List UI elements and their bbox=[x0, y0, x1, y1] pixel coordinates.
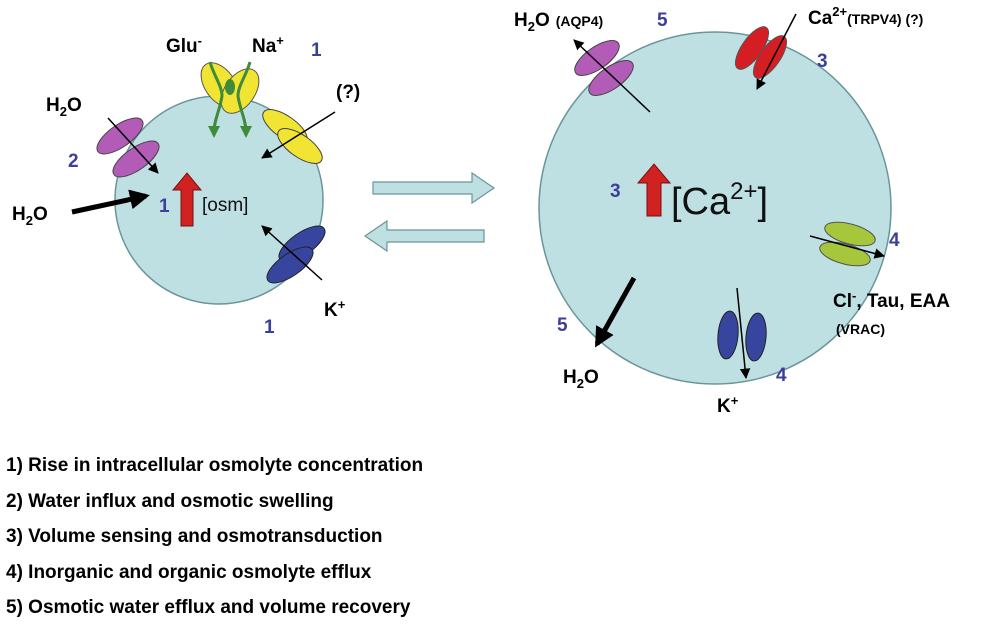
glu-na-cotransporter bbox=[200, 61, 260, 138]
vrac-label: (VRAC) bbox=[836, 321, 885, 337]
legend-item: 4) Inorganic and organic osmolyte efflux bbox=[6, 561, 372, 583]
water-label-left: H2O bbox=[12, 204, 48, 228]
step-number-water-out: 5 bbox=[557, 315, 568, 336]
step-number-k-left: 1 bbox=[264, 317, 275, 338]
calcium-concentration-label: [Ca2+] bbox=[671, 178, 768, 223]
step-number-water: 2 bbox=[68, 151, 79, 172]
swollen-cell bbox=[538, 31, 892, 385]
k-label-left: K+ bbox=[324, 297, 346, 321]
trpv4-label: Ca2+(TRPV4) (?) bbox=[808, 4, 923, 29]
recovery-transition-arrow bbox=[363, 219, 485, 253]
step-number-aqp4: 5 bbox=[657, 10, 668, 31]
osm-label: [osm] bbox=[202, 195, 248, 216]
osmolyte-rise-arrow bbox=[171, 172, 203, 227]
potassium-channel-left bbox=[261, 225, 326, 284]
step-number-ca-conc: 3 bbox=[610, 181, 621, 202]
aqp4-water-label: H2O(AQP4) bbox=[514, 10, 603, 34]
glu-label: Glu- bbox=[166, 33, 202, 57]
water-efflux-arrow bbox=[594, 276, 637, 348]
aqp4-channel bbox=[573, 39, 651, 113]
legend-item: 2) Water influx and osmotic swelling bbox=[6, 490, 334, 512]
aquaporin-channel-left bbox=[96, 117, 160, 178]
potassium-channel-right bbox=[717, 287, 767, 380]
step-number-vrac: 4 bbox=[889, 230, 900, 251]
swelling-transition-arrow bbox=[372, 171, 496, 205]
legend-item: 3) Volume sensing and osmotransduction bbox=[6, 526, 383, 547]
water-efflux-label: H2O bbox=[563, 367, 599, 391]
step-legend: 1) Rise in intracellular osmolyte concen… bbox=[6, 452, 986, 630]
unknown-channel bbox=[261, 109, 336, 164]
water-label-top: H2O bbox=[46, 95, 82, 119]
step-number-k-right: 4 bbox=[776, 365, 787, 386]
step-number-glu-na: 1 bbox=[311, 40, 322, 61]
vrac-channel bbox=[809, 221, 886, 267]
legend-item: 1) Rise in intracellular osmolyte concen… bbox=[6, 455, 424, 476]
k-label-right: K+ bbox=[717, 393, 739, 417]
trpv4-channel bbox=[734, 13, 797, 90]
water-influx-arrow bbox=[71, 189, 150, 215]
calcium-rise-arrow bbox=[636, 163, 672, 217]
step-number-osm: 1 bbox=[159, 196, 170, 217]
vrac-osmolytes-label: Cl-, Tau, EAA bbox=[833, 288, 950, 312]
legend-item: 5) Osmotic water efflux and volume recov… bbox=[6, 597, 411, 618]
step-number-trpv4: 3 bbox=[817, 51, 828, 72]
unknown-channel-label: (?) bbox=[336, 82, 360, 103]
cell-volume-diagram: Glu- Na+ 1 H2O 2 (?) H2O 1 [osm] K+ 1 bbox=[12, 4, 950, 417]
na-label: Na+ bbox=[252, 33, 284, 57]
